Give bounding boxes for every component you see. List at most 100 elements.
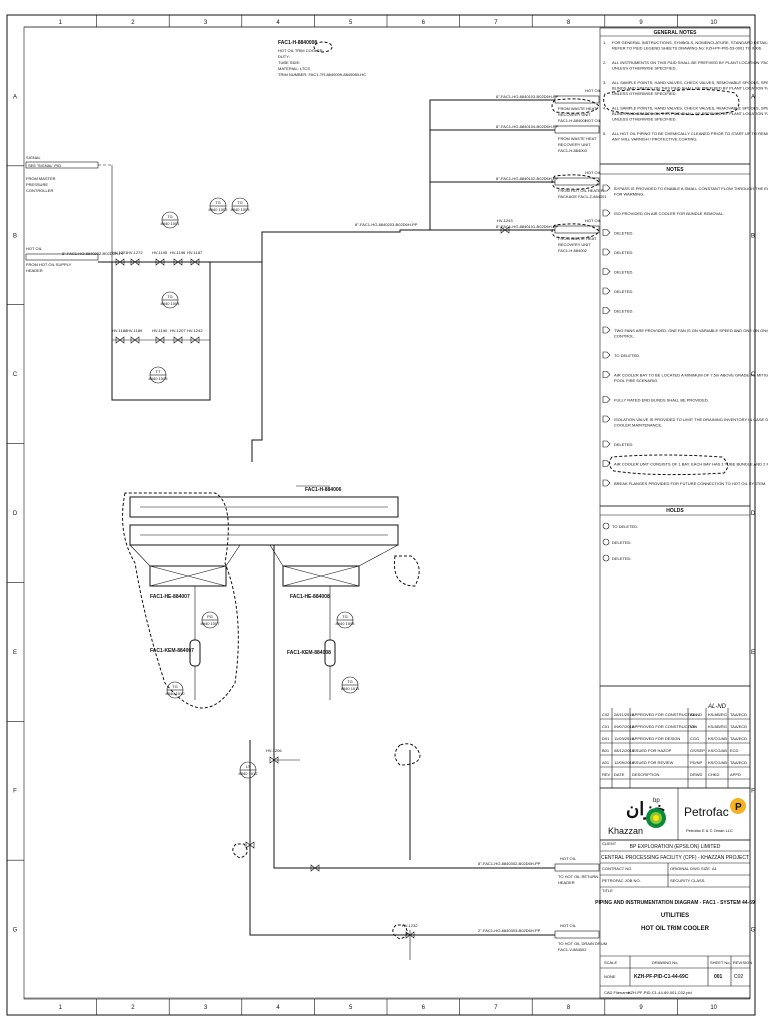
svg-text:FROM MASTER: FROM MASTER xyxy=(26,176,56,181)
holds-title: HOLDS xyxy=(666,508,684,514)
holds-panel: HOLDS TO DELETED.DELETED.DELETED. xyxy=(599,505,751,687)
note-text: DELETED. xyxy=(614,309,634,314)
revision-cell: C01 xyxy=(602,724,610,729)
process-diagram: FAC1-H-8840008 HOT OIL TRIM COOLER DUTY:… xyxy=(25,40,607,960)
revision-cell: APPROVED FOR CONSTRUCTION xyxy=(632,712,697,717)
offpage-destination-text: RECOVERY UNIT xyxy=(558,242,591,247)
cooler-tag-left: FAC1-HE-884007 xyxy=(150,594,190,600)
note-flag-icon xyxy=(602,440,611,448)
svg-text:SCALE: SCALE xyxy=(604,960,617,965)
revision-cell: 12/09/2014 xyxy=(614,760,635,765)
revision-cell: AL-ND xyxy=(690,712,702,717)
svg-text:REVISION: REVISION xyxy=(733,960,752,965)
column-index: 1 xyxy=(59,1005,63,1011)
note-flag-icon xyxy=(602,229,611,236)
valve-tag: HV-1190 xyxy=(152,328,168,333)
title-block: CLIENT BP EXPLORATION (EPSILON) LIMITED … xyxy=(595,839,755,999)
general-note-text: ANY MILL VARNISH / PROTECTIVE COATING. xyxy=(612,137,698,142)
instrument-tag: TG xyxy=(237,200,243,205)
revision-cell: PD/NP xyxy=(690,760,703,765)
hand-valve-icon xyxy=(405,931,415,939)
valve-tag: HV-1187 xyxy=(187,250,203,255)
offpage-destination-text: TO HOT OIL RETURN xyxy=(558,874,598,879)
hand-valve-icon xyxy=(269,756,279,764)
row-index: B xyxy=(751,233,755,239)
hold-text: TO DELETED. xyxy=(612,524,638,529)
general-note-text: ALL SAMPLE POINTS, HAND VALVES, CHECK VA… xyxy=(612,80,768,85)
svg-text:P: P xyxy=(735,802,742,813)
sheet-number: 001 xyxy=(714,974,723,980)
line-number: 8"-FAC1-HO-8840302-B02D6H-PP xyxy=(478,861,541,866)
instrument-number: 8840 1001 xyxy=(161,221,181,226)
note-flag-icon xyxy=(602,326,611,334)
note-text: COOLER MAINTENANCE. xyxy=(614,423,662,428)
motor-tag-left: FAC1-KEM-884007 xyxy=(150,648,194,654)
revision-cell: TAA/ECD xyxy=(730,736,747,741)
instrument-tag: TT xyxy=(156,369,161,374)
general-note-text: UNLESS OTHERWISE SPECIFIED. xyxy=(612,117,677,122)
general-note-text: ALL SAMPLE POINTS, HAND VALVES, CHECK VA… xyxy=(612,106,768,111)
note-text: CONTROL. xyxy=(614,334,635,339)
revision-cell: APPROVED FOR CONSTRUCTION xyxy=(632,724,697,729)
petrofac-p-icon: P xyxy=(730,798,746,814)
note-flag-icon xyxy=(602,248,611,256)
note-text: DELETED. xyxy=(614,250,634,255)
valve-tag: HV-1188 xyxy=(112,328,128,333)
offpage-destination-text: FROM HOT OIL HEATER xyxy=(558,188,604,193)
hand-valve-icon xyxy=(130,258,140,266)
drawing-title-line3: HOT OIL TRIM COOLER xyxy=(641,926,710,932)
note-text: DELETED. xyxy=(614,270,634,275)
revision-cell: ECD xyxy=(730,748,739,753)
svg-text:HOT OIL TRIM COOLER: HOT OIL TRIM COOLER xyxy=(278,48,323,53)
note-text: POOL FIRE SCENARIO. xyxy=(614,378,658,383)
offpage-destination-text: HEADER xyxy=(558,880,575,885)
revision-header-cell: REV xyxy=(602,772,611,777)
hand-valve-icon xyxy=(173,258,183,266)
petrofac-logo-text: Petrofac xyxy=(684,805,729,819)
hand-valve-icon xyxy=(115,336,125,344)
svg-text:ORIGINAL DWG SIZE: ORIGINAL DWG SIZE xyxy=(670,866,710,871)
line-number: 8"-FAC1-HO-8840102-B02D6H-PP xyxy=(496,176,559,181)
hand-valve-icon xyxy=(130,336,140,344)
hot-oil-label: HOT OIL xyxy=(585,218,602,223)
revision-header-cell: DRWD xyxy=(690,772,702,777)
note-flag-icon xyxy=(602,371,611,378)
column-index: 8 xyxy=(567,20,571,26)
exchanger-tag: FAC1-H-8840008 xyxy=(278,40,317,46)
column-index: 3 xyxy=(204,20,208,26)
column-index: 9 xyxy=(639,20,643,26)
svg-text:HEADER: HEADER xyxy=(26,268,43,273)
revision-cell: KS/CG/AB xyxy=(708,736,727,741)
hot-oil-label: HOT OIL xyxy=(585,170,602,175)
note-flag-icon xyxy=(602,307,611,314)
general-note-text: ALL INSTRUMENTS ON THIS P&ID SHALL BE PR… xyxy=(612,60,768,65)
air-cooler-bundle: FAC1-H-884006 FAC1-HE-884007 FAC1-HE-884… xyxy=(122,485,420,709)
revision-cell: 08/12/2014 xyxy=(614,748,635,753)
hand-valve-icon xyxy=(190,336,200,344)
general-note-number: 3. xyxy=(603,80,606,85)
offpage-destination-text: FAC1-H-884003 xyxy=(558,148,588,153)
revision-cell: TAA/ECD xyxy=(730,712,747,717)
hold-marker-icon xyxy=(602,538,610,546)
column-index: 6 xyxy=(422,1005,426,1011)
column-index: 1 xyxy=(59,20,63,26)
svg-text:SEE 'SIGNAL' PID: SEE 'SIGNAL' PID xyxy=(28,163,61,168)
instrument-tag: TG xyxy=(167,214,173,219)
bp-logo-text: bp xyxy=(653,798,660,804)
note-flag-icon xyxy=(602,287,611,295)
revision-cell: ISSUED FOR REVIEW xyxy=(632,760,674,765)
hold-marker-icon xyxy=(602,554,610,562)
general-note-number: 5. xyxy=(603,131,606,136)
revision-header-cell: APPD xyxy=(730,772,741,777)
row-index: A xyxy=(751,94,755,100)
note-flag-icon xyxy=(602,460,611,467)
hand-valve-icon xyxy=(500,226,510,234)
column-index: 2 xyxy=(131,20,135,26)
instrument-number: 8840 1005 xyxy=(149,376,169,381)
note-text: BREAK FLANGES PROVIDED FOR FUTURE CONNEC… xyxy=(614,481,766,486)
